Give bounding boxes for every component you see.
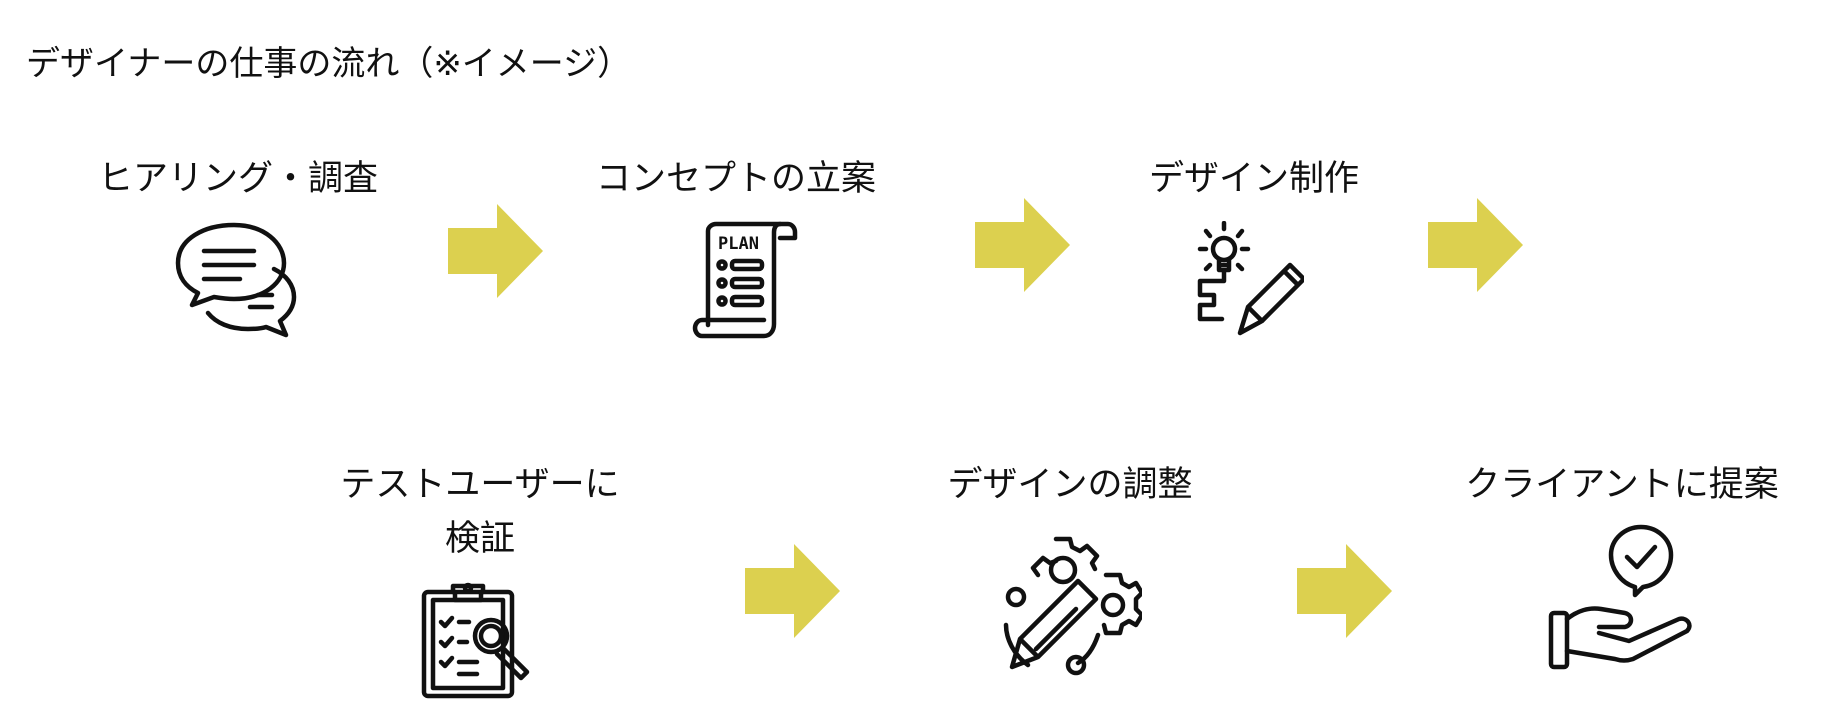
arrow-right-icon bbox=[1428, 198, 1523, 292]
step-label-concept: コンセプトの立案 bbox=[595, 159, 877, 199]
step-label-propose: クライアントに提案 bbox=[1465, 465, 1779, 505]
arrow-right-icon bbox=[745, 544, 840, 638]
clipboard-magnifier-icon bbox=[421, 582, 530, 699]
arrow-right-icon bbox=[975, 198, 1070, 292]
step-label-adjust: デザインの調整 bbox=[947, 465, 1193, 505]
step-label-design: デザイン制作 bbox=[1148, 159, 1360, 199]
lightbulb-pencil-icon bbox=[1197, 221, 1304, 336]
plan-scroll-icon: PLAN bbox=[692, 221, 798, 339]
gears-pencil-icon bbox=[1003, 536, 1142, 676]
arrow-right-icon bbox=[1297, 544, 1392, 638]
chat-bubbles-icon bbox=[175, 222, 297, 338]
step-label-hearing: ヒアリング・調査 bbox=[97, 159, 379, 199]
step-label-test: テストユーザーに 検証 bbox=[340, 458, 619, 567]
plan-text: PLAN bbox=[718, 234, 759, 254]
step-label-test-line2: 検証 bbox=[444, 519, 515, 560]
step-label-test-line1: テストユーザーに bbox=[340, 465, 620, 505]
hand-check-icon bbox=[1548, 524, 1692, 670]
arrow-right-icon bbox=[448, 204, 543, 298]
page-title: デザイナーの仕事の流れ（※イメージ） bbox=[26, 44, 632, 84]
